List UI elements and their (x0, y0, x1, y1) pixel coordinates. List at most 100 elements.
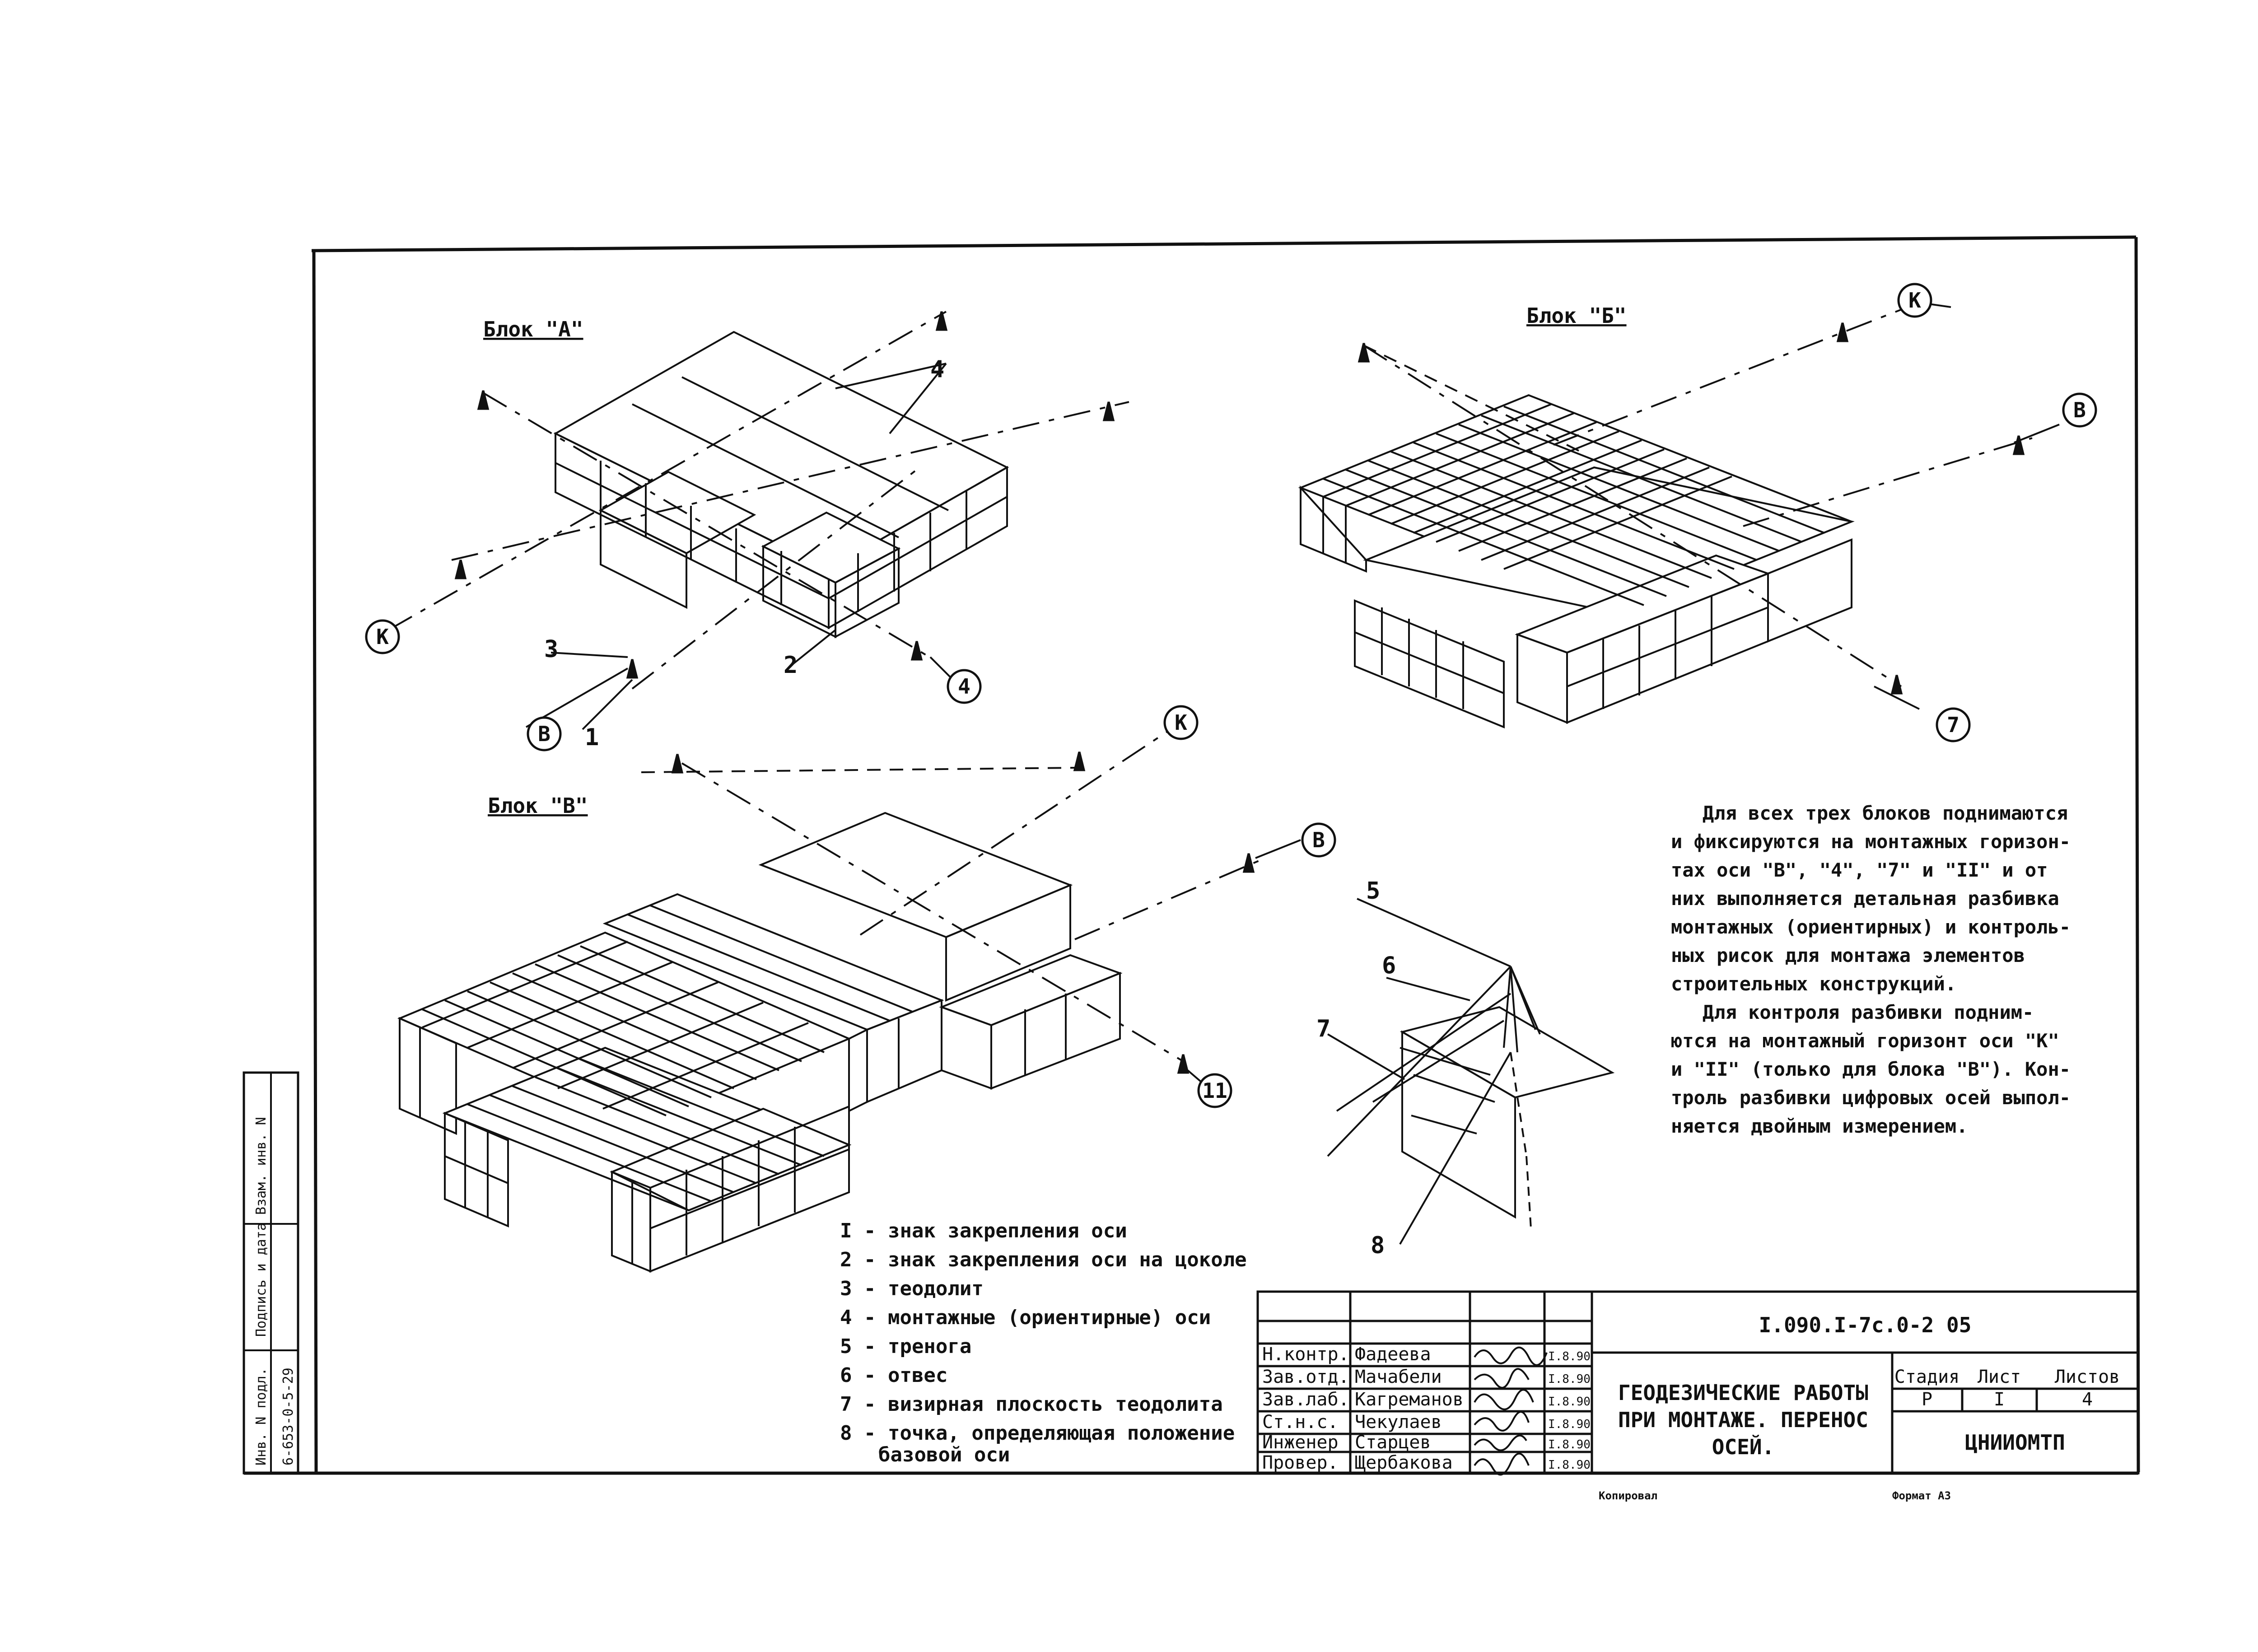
axis-marker-4-a: 4 (947, 669, 982, 704)
row-date: I.8.90 (1548, 1438, 1591, 1451)
note-line: тах оси "В", "4", "7" и "II" и от (1671, 859, 2048, 881)
footer-format: Формат А3 (1892, 1489, 1951, 1502)
row-date: I.8.90 (1548, 1458, 1591, 1472)
axis-marker-label: 7 (1947, 713, 1959, 737)
drawing-title-line: ГЕОДЕЗИЧЕСКИЕ РАБОТЫ (1618, 1381, 1868, 1405)
block-v-diagram (397, 722, 1301, 1273)
note-line: и "II" (только для блока "В"). Кон- (1671, 1058, 2071, 1080)
row-date: I.8.90 (1548, 1372, 1591, 1386)
sheet-frame (244, 235, 2140, 1475)
side-stamp-inv-value: 6-653-0-5-29 (280, 1367, 296, 1465)
block-v-labels: Блок "В" К В 11 (488, 705, 1336, 1108)
axis-marker-label: 4 (958, 674, 970, 699)
block-a-diagram (388, 311, 1129, 730)
row-name: Кагреманов (1355, 1389, 1464, 1410)
row-name: Чекулаев (1355, 1412, 1442, 1433)
axis-marker-label: 11 (1202, 1078, 1227, 1103)
axis-marker-k-b: К (1897, 283, 1932, 318)
header-sheet: Лист (1978, 1367, 2021, 1387)
row-role: Зав.лаб. (1262, 1389, 1349, 1410)
axis-marker-label: В (2073, 398, 2086, 422)
axis-marker-k-a: К (365, 619, 400, 654)
axis-marker-label: В (1312, 828, 1325, 852)
callout-1: 1 (585, 724, 599, 751)
value-sheet: I (1994, 1389, 2005, 1410)
legend-item: 7 - визирная плоскость теодолита (840, 1393, 1223, 1416)
legend-item: базовой оси (878, 1443, 1010, 1466)
legend-item: 6 - отвес (840, 1364, 947, 1387)
legend-item: 2 - знак закрепления оси на цоколе (840, 1248, 1247, 1271)
note-line: и фиксируются на монтажных горизон- (1671, 831, 2071, 853)
row-role: Зав.отд. (1262, 1367, 1349, 1387)
legend-item: I - знак закрепления оси (840, 1219, 1127, 1242)
block-b-diagram (1298, 302, 2060, 728)
detail-plumb-labels: 5 6 7 8 (1316, 877, 1396, 1259)
legend-item: 8 - точка, определяющая положение (840, 1422, 1235, 1445)
row-name: Старцев (1355, 1432, 1431, 1453)
block-b-tripods (1358, 322, 2025, 695)
row-date: I.8.90 (1548, 1395, 1591, 1409)
note-line: ных рисок для монтажа элементов (1671, 944, 2025, 966)
note-text: Для всех трех блоков поднимаются и фикси… (1671, 802, 2071, 1137)
block-a-title: Блок "А" (483, 317, 583, 341)
side-stamp-replace: Взам. инв. N (253, 1117, 269, 1215)
callout-8: 8 (1371, 1232, 1385, 1259)
row-role: Провер. (1262, 1452, 1339, 1473)
note-line: троль разбивки цифровых осей выпол- (1671, 1087, 2071, 1109)
side-stamp-sign: Подпись и дата (253, 1223, 269, 1337)
row-role: Ст.н.с. (1262, 1412, 1339, 1433)
axis-marker-7-b: 7 (1936, 707, 1971, 742)
drawing-code: I.090.I-7с.0-2 05 (1759, 1313, 1972, 1337)
row-role: Н.контр. (1262, 1344, 1349, 1365)
organization: ЦНИИОМТП (1965, 1430, 2065, 1455)
axis-marker-label: К (1908, 288, 1921, 313)
title-block: I.090.I-7с.0-2 05 ГЕОДЕЗИЧЕСКИЕ РАБОТЫ П… (1256, 1290, 2140, 1476)
legend: I - знак закрепления оси 2 - знак закреп… (840, 1219, 1247, 1466)
row-name: Фадеева (1355, 1344, 1431, 1365)
axis-marker-label: К (376, 625, 389, 649)
drawing-title-line: ОСЕЙ. (1712, 1435, 1774, 1459)
legend-item: 3 - теодолит (840, 1277, 984, 1300)
sheet-footer: Копировал Формат А3 (1599, 1489, 1951, 1502)
callout-3: 3 (544, 636, 558, 663)
block-a-tripods (454, 311, 1115, 679)
callout-7: 7 (1316, 1015, 1330, 1042)
note-line: строительных конструкций. (1671, 973, 1956, 995)
value-sheets: 4 (2082, 1389, 2093, 1410)
side-stamp: Взам. инв. N Подпись и дата Инв. N подл.… (243, 1071, 299, 1475)
note-line: Для всех трех блоков поднимаются (1703, 802, 2068, 824)
value-stage: Р (1922, 1389, 1932, 1410)
block-v-title: Блок "В" (488, 793, 588, 818)
axis-marker-v-b: В (2062, 392, 2097, 428)
block-b-title: Блок "Б" (1526, 303, 1627, 328)
note-line: монтажных (ориентирных) и контроль- (1671, 916, 2071, 938)
footer-copied: Копировал (1599, 1489, 1657, 1502)
header-stage: Стадия (1894, 1367, 1960, 1387)
callout-2: 2 (784, 652, 798, 679)
header-sheets: Листов (2055, 1367, 2120, 1387)
block-a-labels: Блок "А" 3 1 2 4 К В 4 (365, 317, 982, 751)
detail-plumb-diagram (1327, 898, 1615, 1245)
row-name: Мачабели (1355, 1367, 1442, 1387)
axis-marker-k-v: К (1163, 705, 1199, 740)
side-stamp-inv: Инв. N подл. (253, 1367, 269, 1465)
signature-rows: Н.контр. Фадеева I.8.90 Зав.отд. Мачабел… (1262, 1344, 1591, 1473)
axis-marker-v-v: В (1301, 822, 1336, 858)
callout-5: 5 (1366, 877, 1380, 905)
handwritten-signatures (1474, 1346, 1548, 1476)
note-line: няется двойным измерением. (1671, 1115, 1968, 1137)
row-date: I.8.90 (1548, 1350, 1591, 1363)
row-date: I.8.90 (1548, 1418, 1591, 1431)
callout-4: 4 (930, 356, 944, 383)
note-line: них выполняется детальная разбивка (1671, 887, 2059, 910)
callout-6: 6 (1382, 952, 1396, 979)
drawing-title-line: ПРИ МОНТАЖЕ. ПЕРЕНОС (1618, 1408, 1868, 1432)
axis-marker-label: К (1175, 710, 1187, 735)
block-v-tripods (671, 751, 1255, 1074)
note-line: Для контроля разбивки подним- (1703, 1001, 2034, 1023)
row-role: Инженер (1262, 1432, 1339, 1453)
row-name: Щербакова (1355, 1452, 1453, 1473)
legend-item: 5 - тренога (840, 1335, 971, 1358)
legend-item: 4 - монтажные (ориентирные) оси (840, 1306, 1211, 1329)
